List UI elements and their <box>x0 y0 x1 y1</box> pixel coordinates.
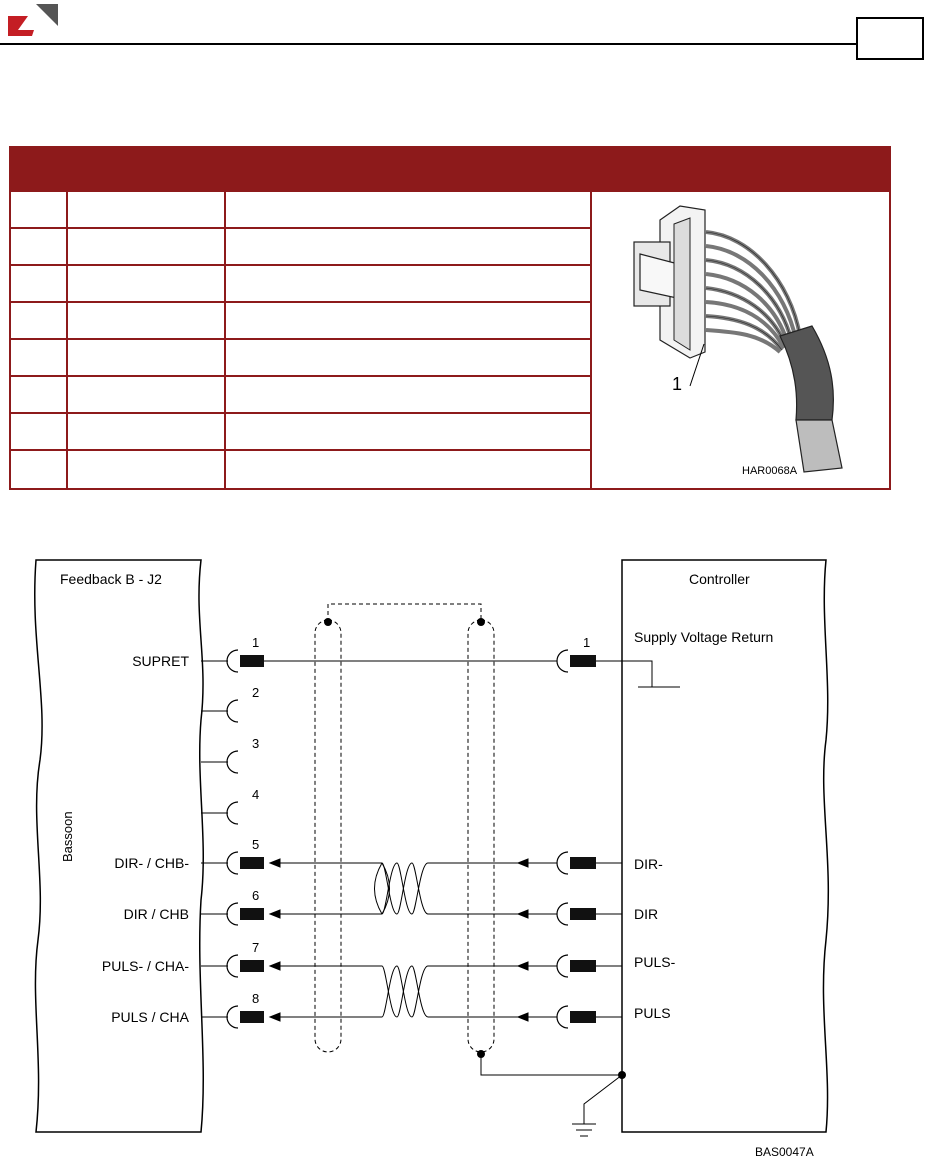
photo-code: HAR0068A <box>742 465 798 477</box>
left-pin-1: 1 SUPRET <box>132 635 264 673</box>
svg-text:SUPRET: SUPRET <box>132 653 189 669</box>
svg-text:2: 2 <box>252 685 259 700</box>
shield-left <box>314 619 342 1053</box>
svg-text:DIR- / CHB-: DIR- / CHB- <box>114 855 189 871</box>
svg-text:PULS / CHA: PULS / CHA <box>111 1009 189 1025</box>
page-number-box <box>856 17 924 60</box>
wiring-diagram: Feedback B - J2 Bassoon Controller Suppl… <box>34 559 830 1158</box>
right-pin-puls-neg: PULS- <box>556 954 676 978</box>
left-block-title: Feedback B - J2 <box>60 571 162 587</box>
right-pin-dir-neg: DIR- <box>556 851 663 875</box>
row-divider <box>11 264 592 266</box>
row-divider <box>11 449 592 451</box>
table-header <box>11 148 889 192</box>
row-divider <box>11 412 592 414</box>
svg-text:6: 6 <box>252 888 259 903</box>
chassis-ground-icon <box>572 1123 596 1137</box>
company-logo <box>8 4 58 36</box>
connector-photo: 1 HAR0068A <box>633 205 843 477</box>
svg-text:DIR-: DIR- <box>634 856 663 872</box>
svg-text:PULS-: PULS- <box>634 954 676 970</box>
row-divider <box>11 375 592 377</box>
feedback-block <box>34 559 204 1133</box>
left-pin-4: 4 <box>201 787 259 825</box>
right-pin-dir: DIR <box>556 902 658 926</box>
shield-right <box>467 619 495 1053</box>
svg-text:4: 4 <box>252 787 259 802</box>
photo-callout: 1 <box>672 374 682 394</box>
diagram-code: BAS0047A <box>755 1145 814 1158</box>
column-divider <box>66 192 68 490</box>
left-pin-3: 3 <box>201 736 259 774</box>
twisted-pair-puls <box>268 961 557 1022</box>
right-pin-1: 1 <box>556 635 680 688</box>
right-block-title: Controller <box>689 571 750 587</box>
left-pin-7: 7 PULS- / CHA- <box>102 940 264 978</box>
svg-text:DIR / CHB: DIR / CHB <box>124 906 189 922</box>
svg-text:PULS: PULS <box>634 1005 671 1021</box>
svg-text:3: 3 <box>252 736 259 751</box>
svg-text:DIR: DIR <box>634 906 658 922</box>
svg-text:7: 7 <box>252 940 259 955</box>
column-divider <box>590 192 592 490</box>
shield-bridge <box>327 603 482 622</box>
header-rule <box>0 43 856 45</box>
supply-label: Supply Voltage Return <box>634 629 773 645</box>
left-pin-5: 5 DIR- / CHB- <box>114 837 264 875</box>
pinout-table <box>9 146 891 490</box>
svg-text:1: 1 <box>252 635 259 650</box>
svg-text:8: 8 <box>252 991 259 1006</box>
left-pin-2: 2 <box>201 685 259 723</box>
controller-block <box>621 559 830 1133</box>
row-divider <box>11 338 592 340</box>
svg-text:1: 1 <box>583 635 590 650</box>
row-divider <box>11 301 592 303</box>
column-divider <box>224 192 226 490</box>
right-pin-puls: PULS <box>556 1005 671 1029</box>
left-side-label: Bassoon <box>60 811 75 862</box>
svg-text:PULS- / CHA-: PULS- / CHA- <box>102 958 189 974</box>
left-pin-8: 8 PULS / CHA <box>111 991 264 1029</box>
left-pin-6: 6 DIR / CHB <box>124 888 264 926</box>
twisted-pair-dir <box>268 858 557 919</box>
svg-text:5: 5 <box>252 837 259 852</box>
row-divider <box>11 227 592 229</box>
